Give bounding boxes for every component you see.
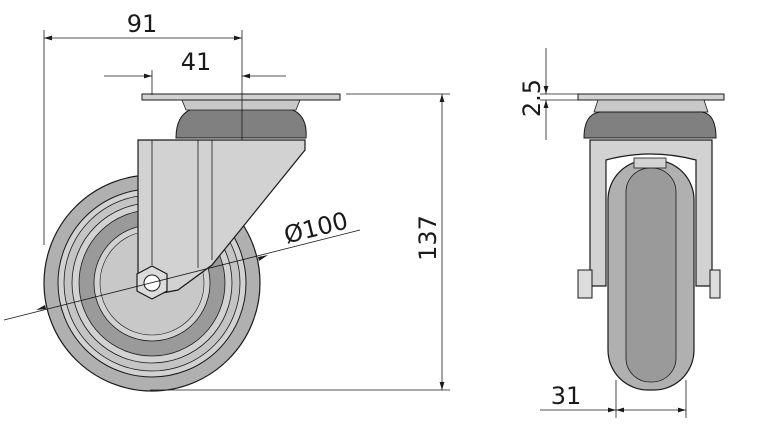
wheel-diameter-label: Ø100: [281, 207, 351, 250]
side-swivel: [141, 93, 341, 139]
front-view: [577, 93, 725, 391]
side-view: [43, 93, 341, 392]
overall-width-label: 91: [127, 10, 158, 38]
wheel-width-label: 31: [551, 382, 582, 410]
mount-offset-label: 41: [181, 48, 212, 76]
overall-height-label: 137: [414, 215, 442, 261]
side-dimensions: [3, 30, 450, 391]
plate-thickness-label: 2.5: [518, 79, 546, 117]
front-dimensions: [540, 48, 687, 418]
